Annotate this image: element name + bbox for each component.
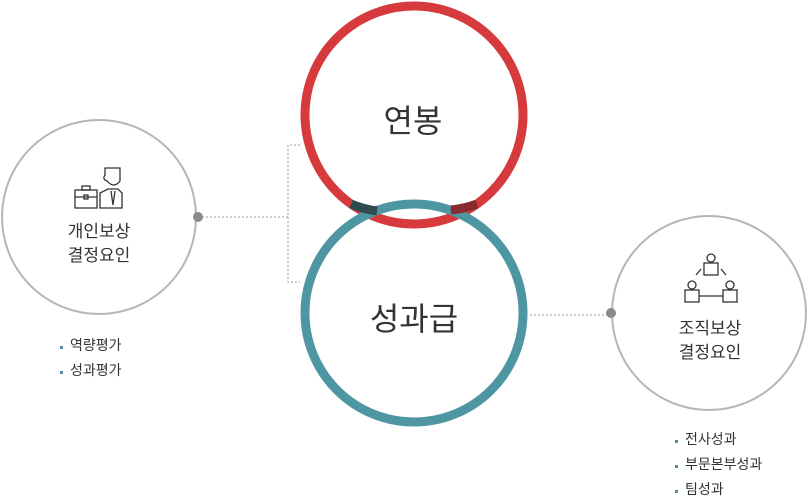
right-circle <box>611 215 807 411</box>
left-connector <box>198 144 300 283</box>
bonus-label: 성과급 <box>369 300 459 338</box>
right-factor-list: 전사성과 부문본부성과 팀성과 <box>675 428 762 503</box>
left-title-line1: 개인보상 <box>67 222 131 242</box>
right-dot <box>606 308 616 318</box>
salary-circle <box>300 1 528 229</box>
bonus-circle <box>300 199 528 427</box>
list-item: 팀성과 <box>675 478 762 503</box>
overlap-left <box>349 199 378 216</box>
left-circle <box>1 119 197 315</box>
left-factor-list: 역량평가 성과평가 <box>60 334 122 384</box>
left-title-line2: 결정요인 <box>67 246 131 266</box>
list-item: 부문본부성과 <box>675 453 762 478</box>
businessman-icon <box>74 167 123 209</box>
right-title-line1: 조직보상 <box>678 319 742 339</box>
left-dot <box>193 212 203 222</box>
organization-icon <box>684 253 738 303</box>
list-item: 역량평가 <box>60 334 122 359</box>
list-item: 전사성과 <box>675 428 762 453</box>
overlap-right <box>450 199 479 215</box>
list-item: 성과평가 <box>60 359 122 384</box>
salary-label: 연봉 <box>383 102 443 140</box>
right-title-line2: 결정요인 <box>678 343 742 363</box>
